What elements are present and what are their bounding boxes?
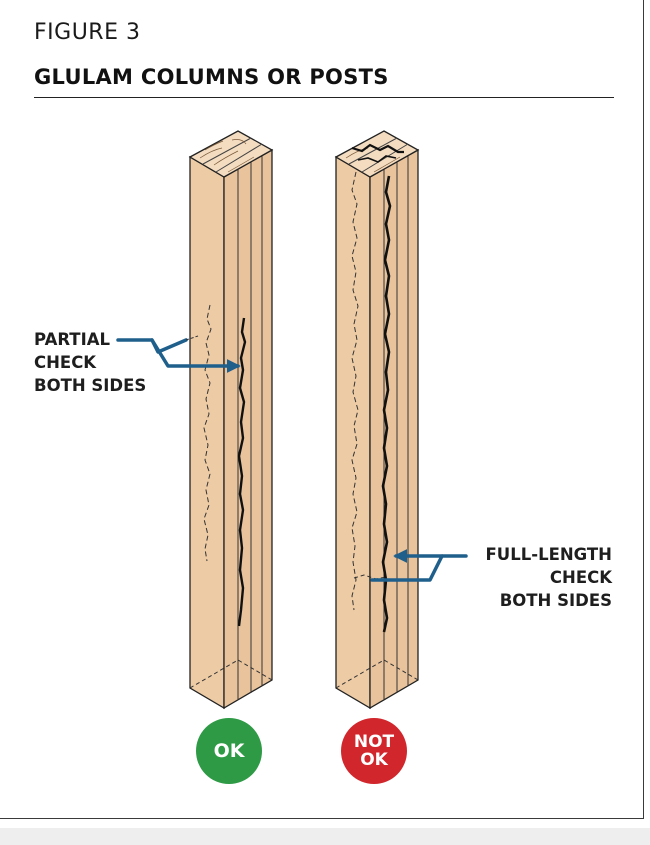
title-divider (34, 97, 614, 98)
ok-badge: OK (196, 718, 262, 784)
post-ok-front-face (189, 155, 225, 710)
callout-full-line-3: BOTH SIDES (499, 591, 612, 610)
callout-full-length-check: FULL-LENGTH CHECK BOTH SIDES (460, 543, 612, 612)
not-ok-badge-line-1: NOT (353, 732, 395, 752)
post-notok-hidden-check (351, 171, 359, 611)
post-notok-full-check (381, 175, 392, 633)
post-ok-hidden-check (203, 304, 212, 562)
figure-frame (0, 0, 644, 819)
page-footer-bar (0, 828, 650, 845)
figure-title: GLULAM COLUMNS OR POSTS (34, 65, 389, 89)
figure-label: FIGURE 3 (34, 20, 141, 45)
not-ok-badge: NOT OK (341, 718, 407, 784)
leader-full-length (370, 549, 468, 582)
post-notok-top-face (334, 130, 420, 178)
post-ok-partial-check (237, 317, 247, 627)
callout-partial-line-1: PARTIAL (34, 330, 110, 349)
callout-partial-line-2: CHECK (34, 353, 97, 372)
ok-badge-label: OK (213, 740, 245, 762)
post-ok (188, 130, 274, 710)
post-notok (334, 130, 420, 710)
post-notok-side-face (369, 148, 419, 710)
leader-partial (116, 335, 241, 373)
callout-full-line-2: CHECK (549, 568, 612, 587)
post-notok-front-face (335, 155, 371, 710)
callout-full-line-1: FULL-LENGTH (485, 545, 612, 564)
not-ok-badge-line-2: OK (360, 750, 388, 770)
post-ok-top-face (188, 130, 274, 178)
callout-partial-check: PARTIAL CHECK BOTH SIDES (34, 328, 146, 397)
callout-partial-line-3: BOTH SIDES (34, 376, 147, 395)
post-ok-side-face (223, 148, 273, 710)
